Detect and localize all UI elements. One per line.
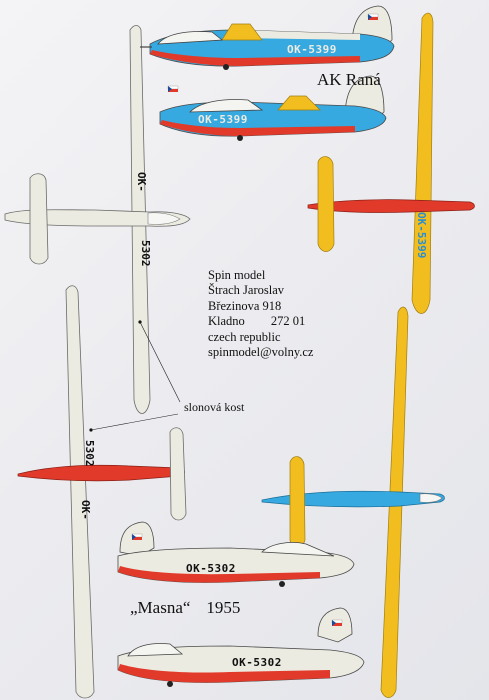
callout-line-1 (139, 321, 181, 403)
red-glider-side-view-2 (117, 607, 365, 687)
yellow-glider-2-canopy (419, 493, 443, 503)
red-glider-1-canopy (261, 542, 335, 557)
yellow-glider-1-wing (411, 12, 434, 314)
red-glider-side-view-1 (117, 521, 355, 587)
blue-glider-2-canopy (189, 99, 264, 113)
blue-glider-2-belly (160, 120, 355, 136)
white-glider-2-wing (65, 285, 95, 699)
flag-icon-3-triangle (132, 534, 136, 540)
flag-icon-4-red (332, 623, 342, 626)
flag-icon-4-triangle (332, 620, 336, 626)
wheel (223, 64, 229, 70)
yellow-glider-2-fuselage (261, 490, 445, 508)
blue-glider-side-view-2 (159, 75, 387, 141)
title-masna: „Masna“ 1955 (130, 598, 240, 618)
red-glider-2-canopy (127, 643, 184, 657)
yellow-glider-1-tailplane (317, 156, 335, 252)
white-glider-1-tailplane (29, 173, 49, 265)
manufacturer-address: Spin model Štrach Jaroslav Březinova 918… (208, 268, 313, 360)
red-glider-1-belly (118, 566, 320, 583)
white-glider-2-fuselage (17, 464, 185, 482)
title-ak-rana: AK Raná (317, 70, 381, 89)
flag-icon-triangle (368, 14, 372, 20)
yellow-glider-1-fuselage (307, 199, 475, 213)
white-glider-1-fuselage (4, 209, 191, 227)
flag-icon-2-red (168, 89, 178, 92)
address-zip: 272 01 (270, 314, 306, 329)
address-line-5: czech republic (208, 329, 281, 344)
red-glider-2-belly (118, 664, 330, 683)
wheel-4 (167, 681, 173, 687)
yellow-glider-top-view-1 (307, 12, 475, 314)
blue-glider-1-pylon (221, 23, 263, 41)
address-line-2: Štrach Jaroslav (208, 283, 285, 298)
address-line-4: Kladno 272 01 (208, 314, 313, 329)
address-line-6: spinmodel@volny.cz (208, 345, 314, 360)
registration-white-wing2-inner: 5302 (83, 440, 96, 467)
blue-glider-1-canopy (157, 31, 224, 45)
address-line-1: Spin model (208, 268, 266, 282)
masna-year: 1955 (206, 598, 241, 617)
registration-red-side-1: OK-5302 (186, 562, 236, 575)
wheel-2 (237, 135, 243, 141)
registration-blue-top: OK-5399 (287, 43, 337, 56)
white-glider-top-view-1 (4, 25, 191, 414)
registration-white-wing2-outer: OK- (79, 500, 92, 520)
flag-icon-red (368, 17, 378, 20)
registration-white-wing-inner: 5302 (139, 240, 152, 267)
yellow-glider-2-tailplane (289, 456, 306, 548)
registration-yellow-wing: OK-5399 (415, 212, 428, 258)
masna-name: „Masna“ (130, 598, 191, 617)
white-glider-2-tailplane (169, 427, 187, 521)
white-glider-1-canopy (147, 212, 181, 225)
callout-line-2 (90, 413, 179, 431)
address-town: Kladno (208, 314, 245, 329)
yellow-glider-top-view-2 (261, 306, 445, 698)
address-line-3: Březinova 918 (208, 298, 282, 313)
white-glider-top-view-2 (17, 285, 187, 699)
registration-blue-second: OK-5399 (198, 113, 248, 126)
flag-icon-2-triangle (168, 86, 172, 92)
blue-glider-2-pylon (277, 95, 321, 111)
wheel-3 (279, 581, 285, 587)
registration-red-side-2: OK-5302 (232, 656, 282, 669)
registration-white-wing-outer: OK- (135, 172, 148, 192)
blue-glider-1-spine (240, 30, 360, 40)
label-slonova-kost: slonová kost (184, 400, 245, 414)
blue-glider-side-view-1 (140, 5, 395, 70)
flag-icon-3-red (132, 537, 142, 540)
blue-glider-1-belly (150, 50, 360, 66)
